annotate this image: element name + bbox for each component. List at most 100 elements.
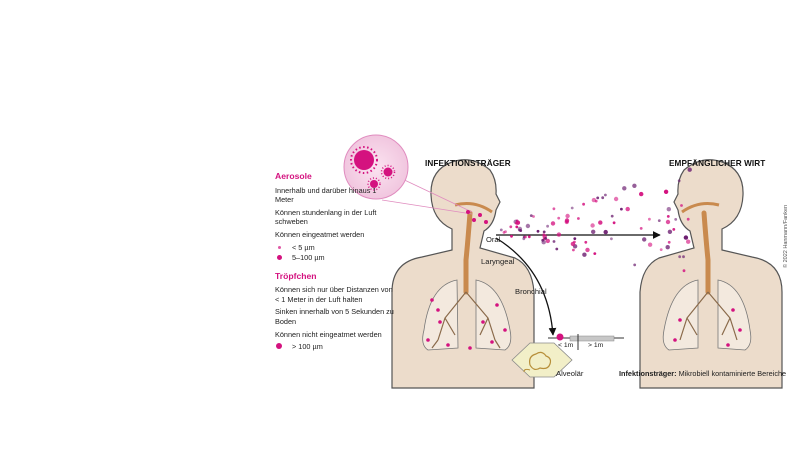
aerosol-particle bbox=[570, 206, 574, 210]
lung-particle bbox=[503, 328, 507, 332]
aerosol-particle bbox=[546, 224, 549, 228]
aerosol-particle bbox=[639, 191, 644, 197]
aerosol-particle bbox=[518, 228, 521, 232]
aerosol-particle bbox=[642, 237, 647, 242]
aerosol-particle bbox=[582, 252, 587, 257]
aerosol-particle bbox=[565, 213, 570, 219]
aerosol-particle bbox=[544, 237, 547, 240]
lung-particle bbox=[430, 298, 434, 302]
mouth-particle bbox=[472, 218, 476, 222]
aerosol-particle bbox=[536, 229, 540, 233]
aerosol-particle bbox=[610, 237, 613, 241]
droplet-fall-arrow bbox=[495, 237, 557, 336]
aerosol-particle bbox=[682, 255, 685, 259]
carrier-caption-text: Mikrobiell kontaminierte Bereiche bbox=[678, 369, 787, 378]
legend-size-large: > 100 µm bbox=[275, 342, 395, 352]
aerosol-particle bbox=[591, 229, 596, 234]
medium-particle-icon bbox=[277, 254, 282, 260]
legend-aerosols-line: Können eingeatmet werden bbox=[275, 229, 365, 239]
aerosol-particle bbox=[686, 239, 691, 244]
aerosol-particle bbox=[545, 238, 550, 244]
aerosol-particle bbox=[552, 240, 556, 243]
aerosol-particle bbox=[591, 197, 597, 203]
aerosol-particle bbox=[557, 216, 561, 220]
aerosol-particle bbox=[593, 252, 597, 256]
aerosol-particle bbox=[565, 220, 569, 224]
recipient-right-lung bbox=[717, 279, 752, 351]
mouth-particle bbox=[484, 220, 488, 224]
lung-particle bbox=[438, 320, 442, 324]
aerosol-particle bbox=[504, 230, 507, 234]
legend-droplets-line: Sinken innerhalb von 5 Sekunden zu Boden bbox=[275, 307, 394, 326]
aerosol-particle bbox=[663, 189, 669, 194]
source-left-lung bbox=[422, 279, 459, 351]
aerosol-particle bbox=[667, 229, 673, 234]
aerosol-particle bbox=[612, 221, 616, 225]
lung-particle bbox=[436, 308, 440, 312]
aerosol-particle bbox=[515, 225, 519, 229]
aerosol-particle bbox=[598, 220, 603, 225]
legend-aerosols-heading: Aerosole bbox=[275, 171, 312, 181]
lung-particle bbox=[726, 343, 730, 347]
lung-particle bbox=[495, 303, 499, 307]
aerosol-particle bbox=[515, 220, 521, 225]
aerosol-particle bbox=[666, 207, 671, 212]
source-airway bbox=[463, 210, 473, 295]
aerosol-particle bbox=[542, 230, 546, 234]
aerosol-particle bbox=[678, 255, 682, 259]
aerosol-particle bbox=[550, 221, 556, 226]
source-nasal-passage bbox=[454, 202, 493, 214]
lung-particle bbox=[738, 328, 742, 332]
aerosol-particle bbox=[603, 229, 608, 235]
aerosol-particle bbox=[622, 186, 627, 191]
aerosol-particle bbox=[632, 183, 637, 188]
label-oral: Oral bbox=[486, 235, 501, 244]
aerosol-particle bbox=[665, 219, 671, 225]
source-bronchi bbox=[431, 291, 501, 349]
aerosol-particle bbox=[639, 227, 643, 230]
aerosol-particle bbox=[590, 223, 595, 228]
aerosol-particle bbox=[577, 217, 580, 220]
legend-droplets-heading: Tröpfchen bbox=[275, 270, 317, 281]
aerosol-particle bbox=[625, 206, 630, 212]
lung-particle bbox=[731, 308, 735, 312]
aerosol-particle bbox=[509, 225, 513, 229]
source-person bbox=[391, 159, 535, 389]
aerosol-particle bbox=[541, 238, 545, 242]
lung-particle bbox=[673, 338, 677, 342]
lung-particle bbox=[481, 320, 485, 324]
legend-size-medium: 5–100 µm bbox=[275, 253, 395, 263]
legend: Aerosole Innerhalb und darüber hinaus 1 … bbox=[275, 171, 395, 352]
aerosol-particle bbox=[667, 240, 671, 244]
aerosol-particle bbox=[572, 248, 575, 252]
legend-size-large-label: > 100 µm bbox=[292, 342, 323, 352]
aerosol-particle bbox=[686, 217, 690, 221]
aerosol-particle bbox=[584, 240, 588, 244]
recipient-bronchi bbox=[679, 291, 738, 341]
label-bronchial: Bronchial bbox=[515, 287, 547, 296]
recipient-person bbox=[639, 159, 783, 389]
aerosol-particle bbox=[687, 167, 692, 172]
legend-droplets-line: Können sich nur über Distanzen von < 1 M… bbox=[275, 285, 393, 304]
aerosol-particle bbox=[596, 196, 600, 200]
aerosol-particle bbox=[601, 196, 605, 200]
aerosol-particle bbox=[552, 207, 556, 211]
aerosol-particle bbox=[648, 217, 651, 221]
aerosol-particle bbox=[680, 204, 683, 207]
recipient-airway bbox=[701, 210, 711, 295]
aerosol-particle bbox=[525, 223, 531, 229]
aerosol-particle bbox=[682, 269, 686, 273]
lung-particle bbox=[426, 338, 430, 342]
aerosol-particle bbox=[524, 235, 527, 239]
aerosol-particle bbox=[604, 193, 607, 197]
aerosol-particle bbox=[555, 247, 559, 251]
mouth-particle bbox=[478, 213, 482, 217]
carrier-caption: Infektionsträger: Mikrobiell kontaminier… bbox=[619, 369, 786, 378]
distance-near-label: < 1m bbox=[558, 342, 574, 349]
aerosol-particle bbox=[585, 247, 590, 253]
legend-aerosols-line: Innerhalb und darüber hinaus 1 Meter bbox=[275, 185, 377, 205]
distance-bar bbox=[548, 333, 624, 350]
aerosol-particle bbox=[677, 179, 681, 183]
source-body-outline bbox=[391, 159, 535, 389]
virus-icon bbox=[380, 164, 396, 180]
